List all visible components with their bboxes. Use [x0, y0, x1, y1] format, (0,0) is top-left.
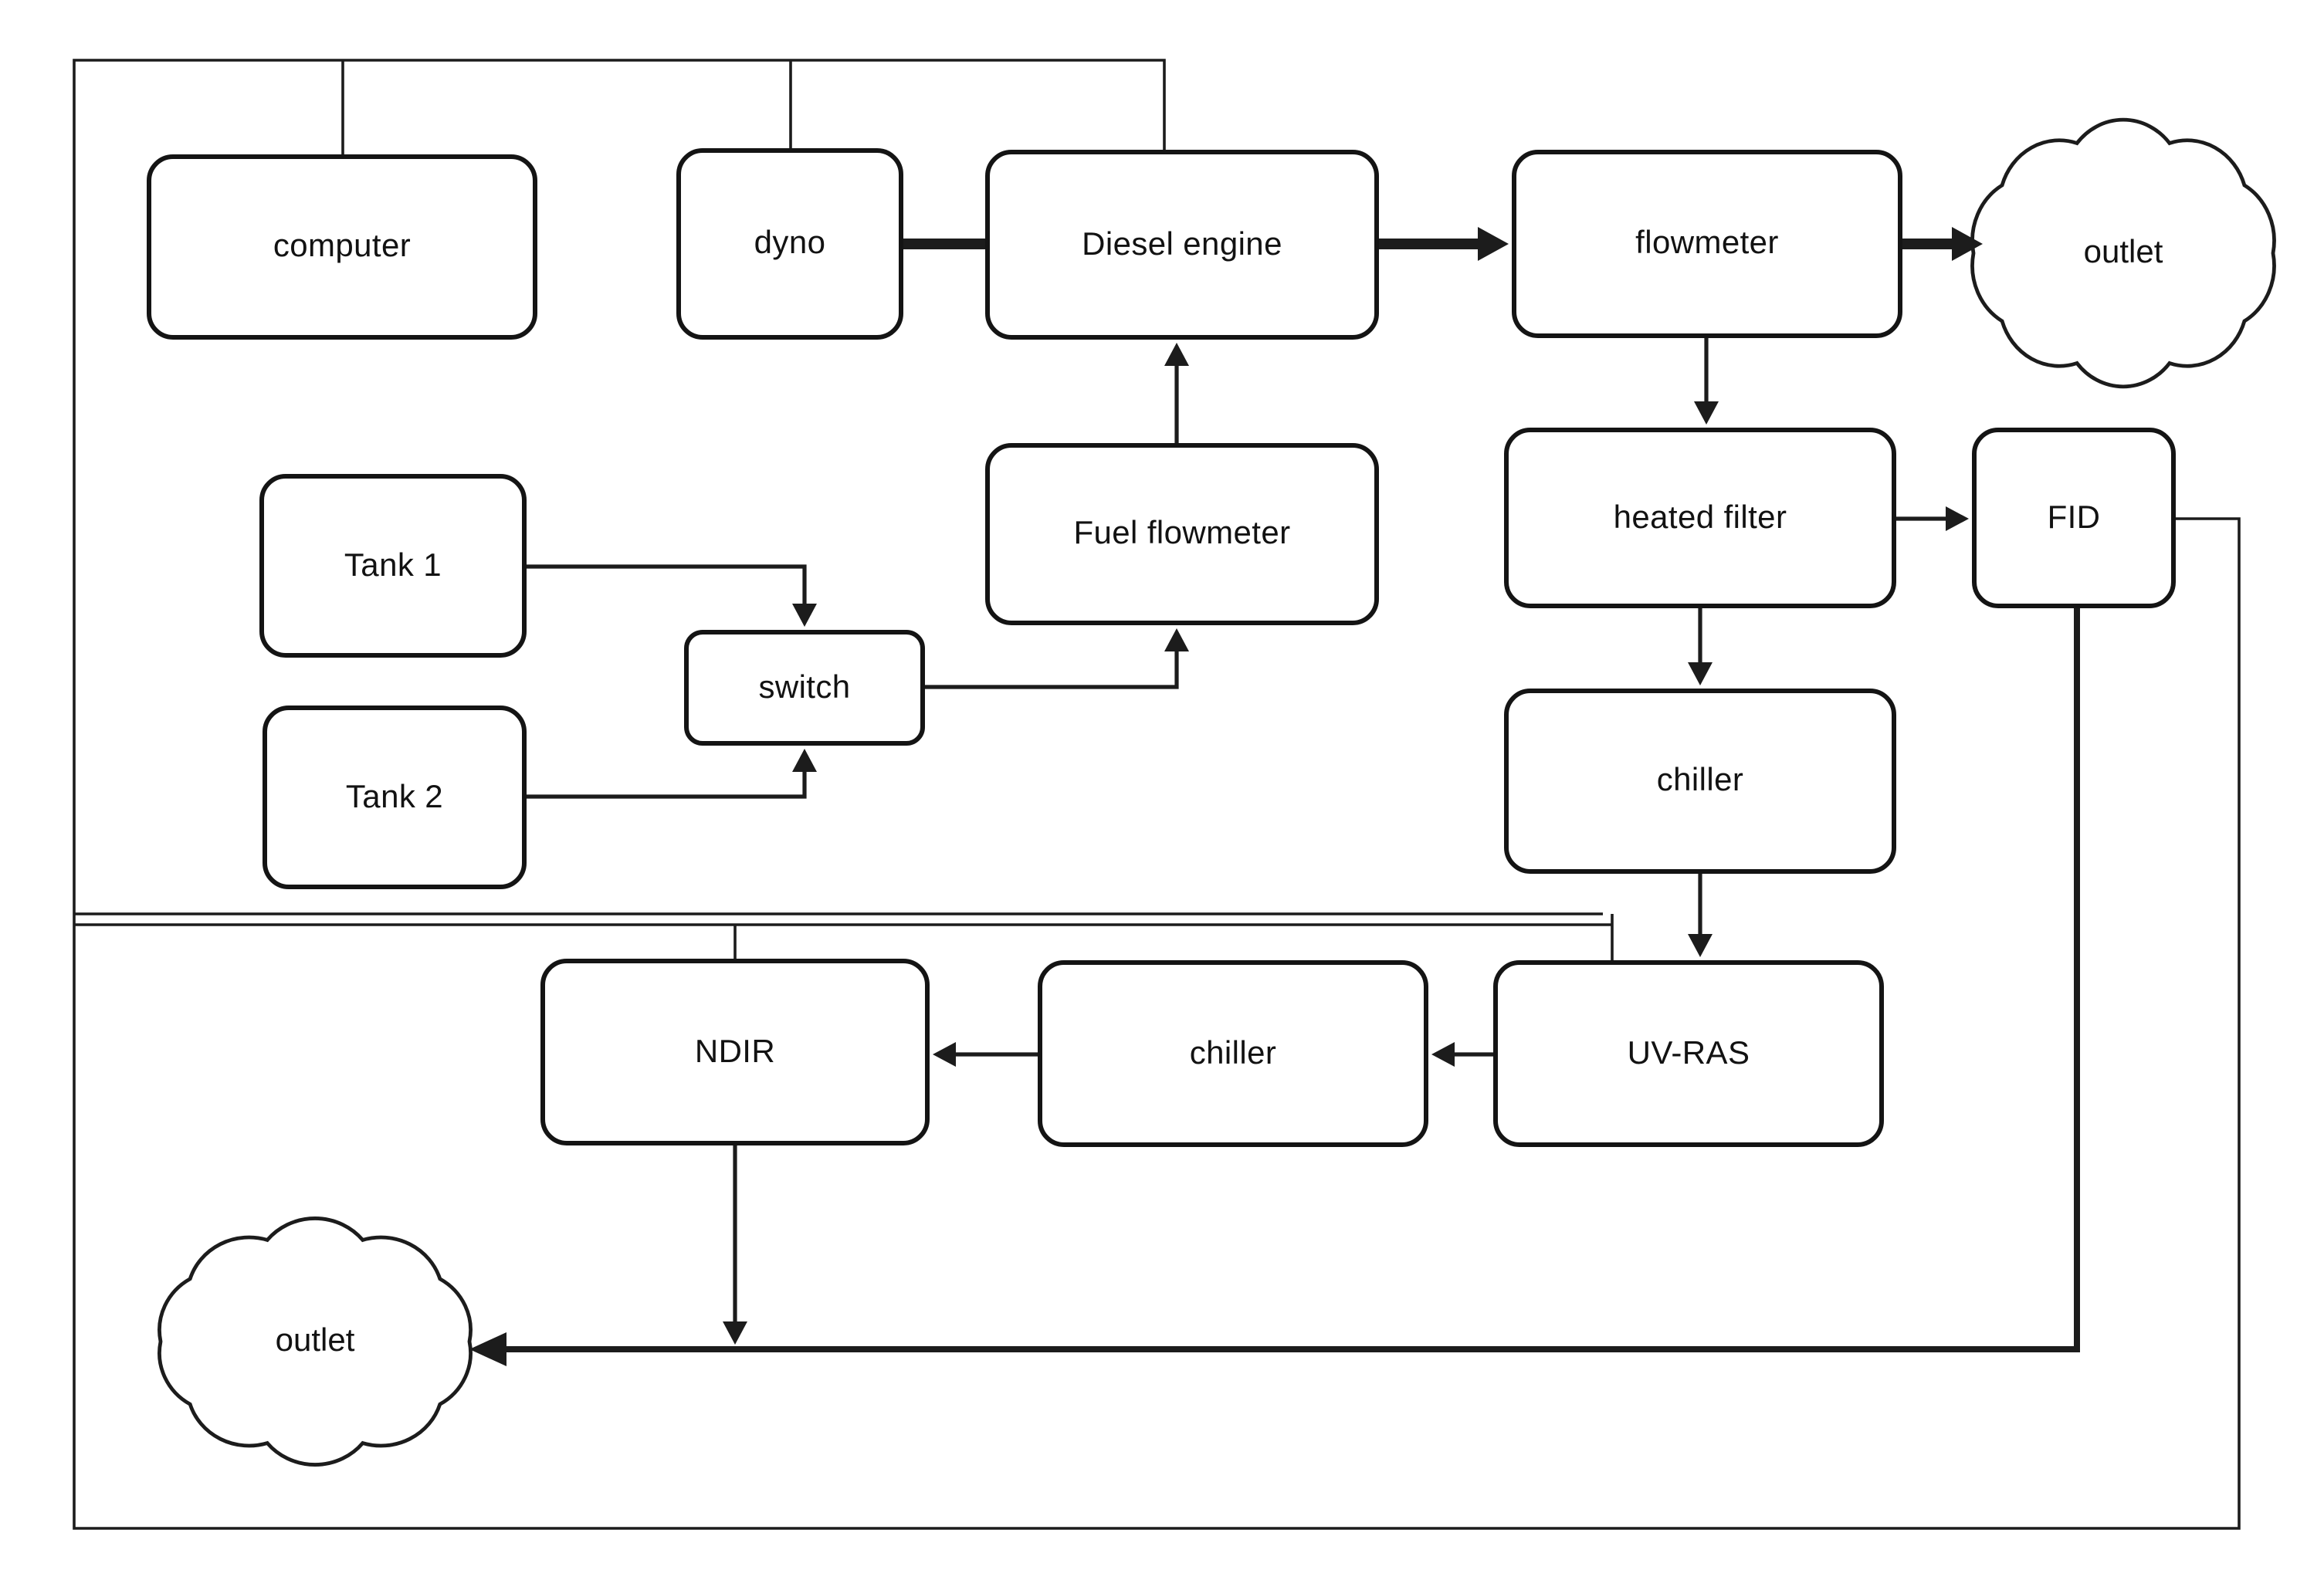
enclosure-outline — [73, 59, 2241, 1530]
edge-switch-to-fuel-flowmeter — [925, 647, 1179, 689]
edge-fid-to-outlet-bottom — [500, 608, 2080, 1352]
node-ndir-label: NDIR — [694, 1034, 776, 1069]
node-diesel-engine: Diesel engine — [985, 150, 1379, 340]
arrowhead-fuel-to-diesel-engine — [1164, 343, 1189, 366]
arrowhead-heated-filter-to-fid — [1946, 506, 1969, 531]
node-fuel-flowmeter: Fuel flowmeter — [985, 443, 1379, 625]
arrowhead-flowmeter-to-outlet-top — [1952, 227, 1983, 261]
node-flowmeter: flowmeter — [1512, 150, 1902, 338]
node-tank-2-label: Tank 2 — [345, 779, 444, 814]
node-chiller-lower: chiller — [1038, 960, 1428, 1147]
node-uv-ras: UV-RAS — [1493, 960, 1884, 1147]
node-uv-ras-label: UV-RAS — [1627, 1035, 1750, 1071]
arrowhead-tank2-to-switch — [792, 749, 817, 772]
arrowhead-heated-filter-to-chiller — [1688, 662, 1713, 685]
node-chiller-upper-label: chiller — [1656, 763, 1744, 798]
node-tank-2: Tank 2 — [263, 706, 527, 889]
arrowhead-switch-to-fuel-flowmeter — [1164, 628, 1189, 651]
outlet-top-cloud — [1973, 120, 2275, 387]
node-heated-filter: heated filter — [1504, 428, 1896, 608]
edge-tank2-to-switch — [527, 767, 807, 799]
node-computer-label: computer — [273, 228, 412, 264]
node-tank-1-label: Tank 1 — [344, 547, 442, 583]
outlet-top-label-wrap: outlet — [2015, 216, 2231, 290]
node-fid: FID — [1972, 428, 2176, 608]
arrowhead-diesel-to-flowmeter — [1478, 227, 1509, 261]
node-dyno: dyno — [676, 148, 903, 340]
node-tank-1: Tank 1 — [259, 474, 527, 658]
node-dyno-label: dyno — [754, 225, 826, 261]
outlet-top-label: outlet — [2083, 235, 2163, 270]
arrowhead-flowmeter-to-heated-filter — [1694, 401, 1719, 425]
arrowhead-to-outlet-bottom — [469, 1332, 506, 1366]
arrowhead-ndir-down — [723, 1321, 747, 1345]
node-diesel-engine-label: Diesel engine — [1082, 226, 1282, 262]
node-computer: computer — [147, 154, 537, 340]
outlet-bottom-label: outlet — [275, 1323, 355, 1359]
arrowhead-uvras-to-chiller-lower — [1431, 1042, 1455, 1067]
node-switch: switch — [684, 630, 925, 746]
control-bus-drops — [341, 60, 792, 154]
outlet-bottom-cloud — [159, 1218, 470, 1464]
arrowhead-chiller-lower-to-ndir — [933, 1042, 956, 1067]
node-chiller-lower-label: chiller — [1189, 1035, 1277, 1071]
outlet-bottom-label-wrap: outlet — [207, 1304, 423, 1379]
enclosure-boundary-lines — [74, 912, 1614, 960]
node-fid-label: FID — [2047, 499, 2101, 535]
arrowhead-tank1-to-switch — [792, 604, 817, 627]
arrowhead-chiller-to-uvras — [1688, 934, 1713, 957]
node-fuel-flowmeter-label: Fuel flowmeter — [1073, 516, 1291, 551]
node-chiller-upper: chiller — [1504, 689, 1896, 874]
edge-tank1-to-switch — [527, 564, 807, 608]
node-ndir: NDIR — [540, 959, 930, 1145]
node-switch-label: switch — [758, 669, 851, 705]
node-heated-filter-label: heated filter — [1613, 499, 1787, 535]
node-flowmeter-label: flowmeter — [1635, 225, 1779, 261]
